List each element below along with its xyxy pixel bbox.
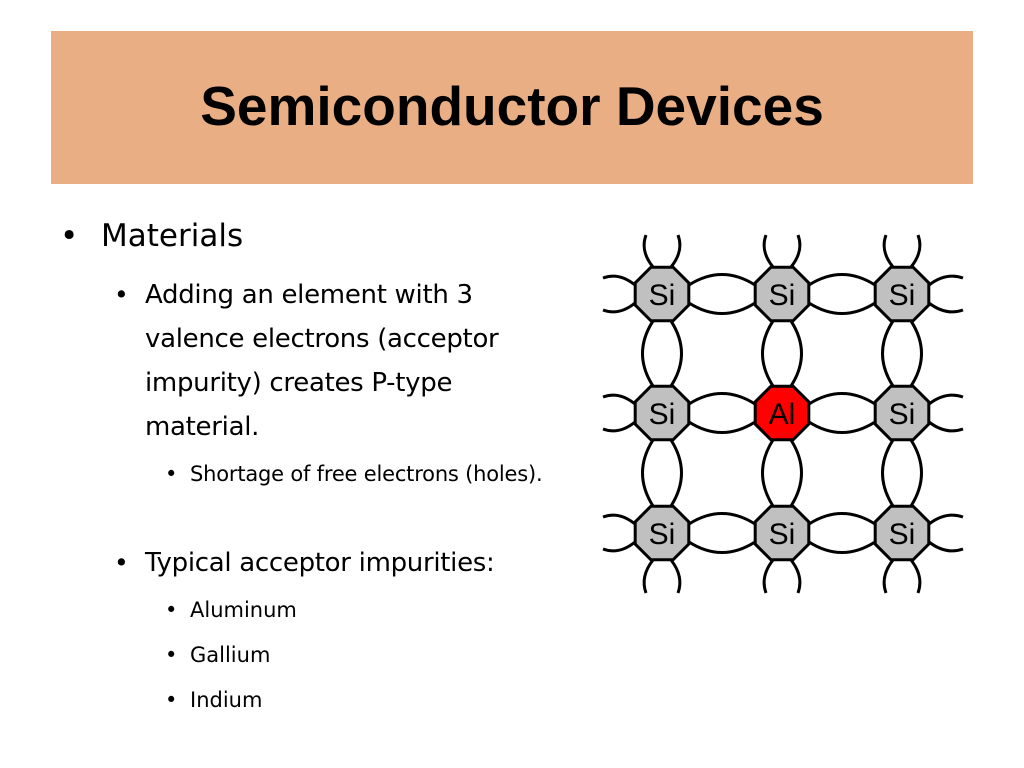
atom-body [873,265,931,323]
bullet-text-shortage: Shortage of free electrons (holes). [190,462,543,486]
edge-bond [882,559,922,594]
atom-body [753,265,811,323]
edge-bond [602,274,636,314]
bullet-text-gallium: Gallium [190,643,271,667]
covalent-bond [881,320,923,387]
bullet-marker: • [114,548,129,577]
bullet-marker: • [114,280,129,309]
bullet-marker: • [60,218,79,254]
atom-label: Al [769,398,796,431]
bullet-marker: • [165,643,178,667]
covalent-bond [761,320,803,387]
silicon-atom: Si [873,504,931,562]
bullet-marker: • [165,688,178,712]
bullet-adding-element: • Adding an element with 3 valence elect… [114,273,565,449]
covalent-bond [688,512,756,554]
bond-layer [602,234,964,594]
bullet-text-materials: Materials [101,218,244,254]
edge-bond [762,559,802,594]
edge-bond [642,559,682,594]
edge-bond [602,393,636,433]
silicon-atom: Si [753,265,811,323]
atom-label: Si [889,518,916,551]
covalent-bond [761,439,803,507]
impurity-atom: Al [753,384,811,442]
atom-label: Si [649,398,676,431]
bullet-text-typical-impurities: Typical acceptor impurities: [145,548,495,578]
covalent-bond [641,439,683,507]
covalent-bond [688,392,756,434]
bullet-marker: • [165,462,178,486]
atom-body [633,265,691,323]
edge-bond [602,513,636,553]
atom-body [633,384,691,442]
atom-label: Si [889,279,916,312]
edge-bond [642,234,682,268]
bullet-indium: • Indium [165,682,262,719]
bullet-shortage: • Shortage of free electrons (holes). [165,456,550,493]
edge-bond [928,274,964,314]
edge-bond [882,234,922,268]
covalent-bond [641,320,683,387]
silicon-atom: Si [753,504,811,562]
atom-body [753,504,811,562]
edge-bond [762,234,802,268]
bullet-text-aluminum: Aluminum [190,598,297,622]
atom-label: Si [649,279,676,312]
bullet-text-adding-element: Adding an element with 3 valence electro… [145,280,499,442]
silicon-atom: Si [873,384,931,442]
bullet-typical-impurities: • Typical acceptor impurities: [114,541,565,585]
silicon-atom: Si [633,265,691,323]
edge-bond [928,393,964,433]
atom-body [873,504,931,562]
atom-label: Si [649,518,676,551]
bullet-list: • Materials • Adding an element with 3 v… [60,214,565,719]
atom-label: Si [769,518,796,551]
bullet-gallium: • Gallium [165,637,270,674]
atom-body [873,384,931,442]
covalent-bond [808,392,876,434]
atom-body [633,504,691,562]
silicon-atom: Si [873,265,931,323]
covalent-bond [688,273,756,315]
bullet-text-indium: Indium [190,688,263,712]
bullet-marker: • [165,598,178,622]
covalent-bond [808,273,876,315]
slide-title: Semiconductor Devices [200,74,824,137]
atom-body [753,384,811,442]
edge-bond [928,513,964,553]
atom-label: Si [769,279,796,312]
silicon-atom: Si [633,384,691,442]
covalent-bond [808,512,876,554]
atom-label: Si [889,398,916,431]
covalent-bond [881,439,923,507]
bullet-materials: • Materials [60,214,243,258]
title-band: Semiconductor Devices [51,31,973,184]
silicon-atom: Si [633,504,691,562]
bullet-aluminum: • Aluminum [165,592,297,629]
